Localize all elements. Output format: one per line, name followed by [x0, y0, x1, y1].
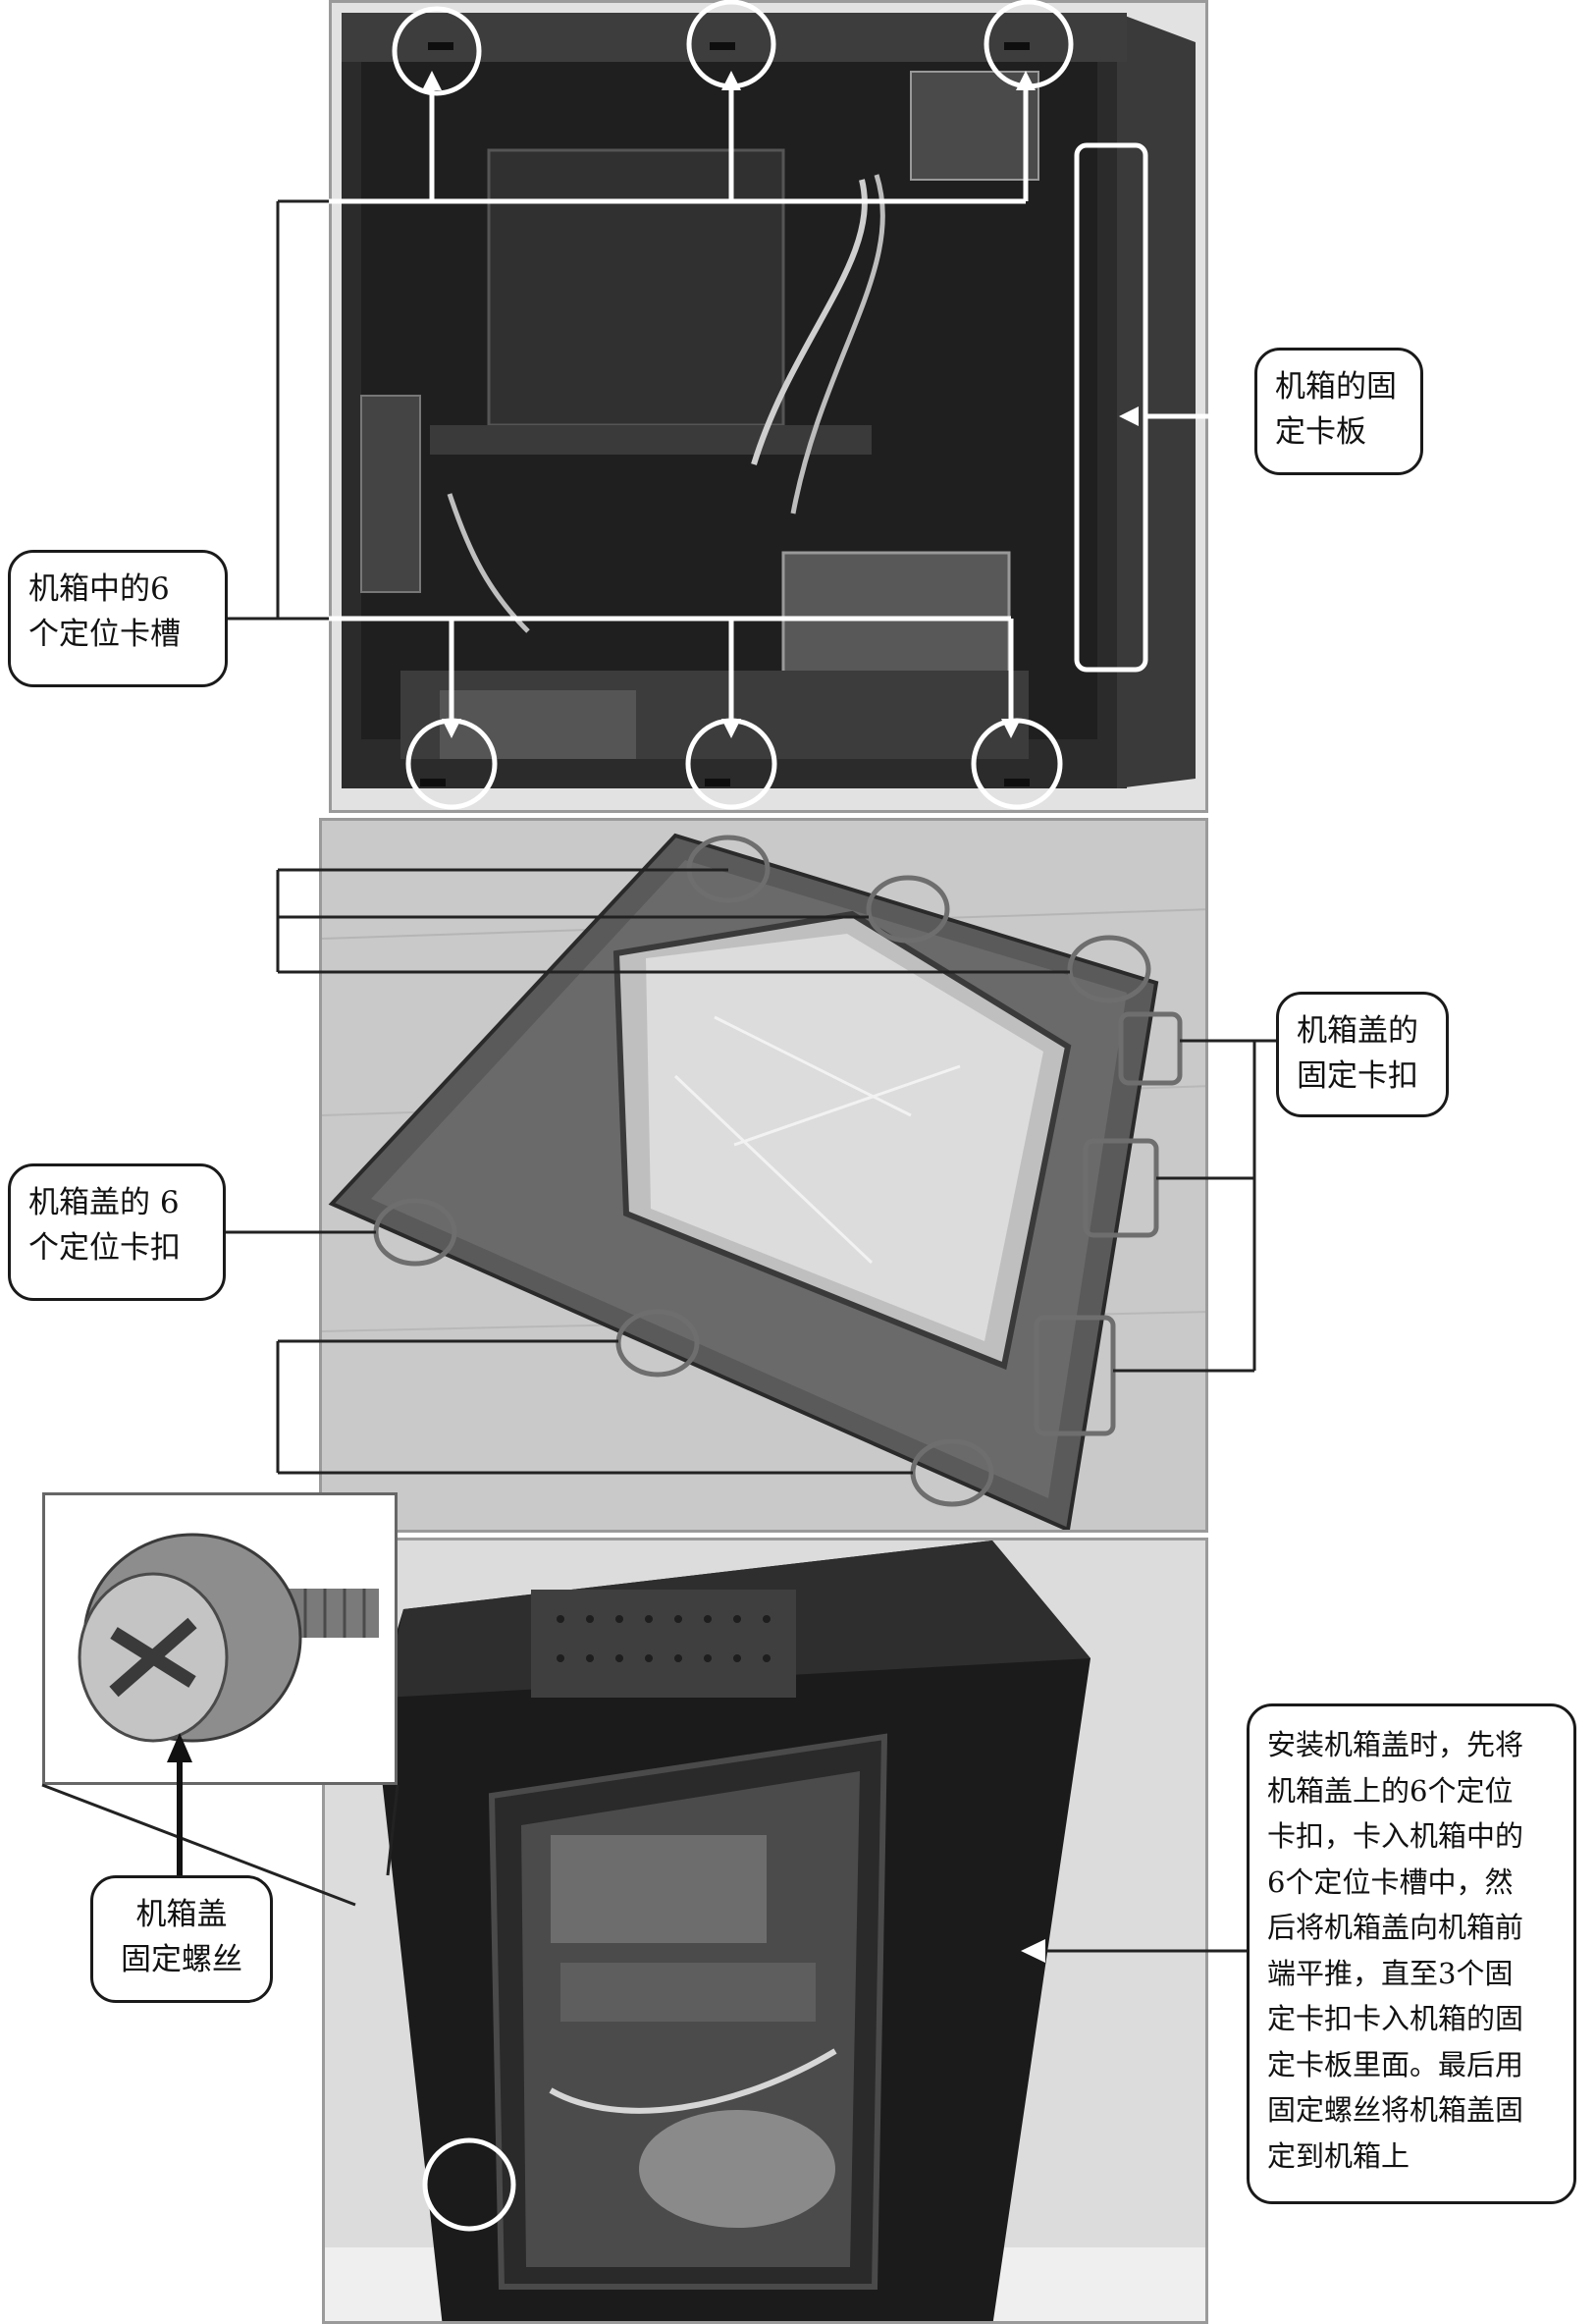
callout-cover-clips: 机箱盖的 固定卡扣 — [1276, 992, 1449, 1117]
side-cover-illustration — [322, 821, 1205, 1530]
screw-marker — [422, 2137, 516, 2232]
tab-marker — [1067, 935, 1151, 1003]
callout-text-line: 机箱中的6 — [28, 571, 170, 607]
assembled-case-illustration — [325, 1540, 1205, 2321]
case-interior-photo — [329, 0, 1208, 813]
plate-marker — [1074, 142, 1148, 673]
callout-text-line: 个定位卡槽 — [28, 617, 181, 652]
callout-installation-steps: 安装机箱盖时，先将 机箱盖上的6个定位 卡扣，卡入机箱中的 6个定位卡槽中，然 … — [1247, 1703, 1576, 2204]
callout-text-line: 定到机箱上 — [1267, 2138, 1410, 2173]
callout-text-line: 固定卡扣 — [1297, 1058, 1418, 1094]
callout-thumb-screw: 机箱盖 固定螺丝 — [90, 1875, 273, 2003]
callout-text-line: 机箱的固 — [1275, 369, 1397, 405]
thumb-screw-image — [45, 1495, 395, 1782]
tab-marker — [615, 1309, 700, 1378]
assembled-case-photo — [322, 1538, 1208, 2324]
callout-text-line: 个定位卡扣 — [28, 1230, 181, 1266]
slot-marker — [392, 6, 482, 96]
callout-case-slots: 机箱中的6 个定位卡槽 — [8, 550, 228, 687]
callout-cover-tabs: 机箱盖的 6 个定位卡扣 — [8, 1163, 226, 1301]
callout-text-line: 后将机箱盖向机箱前 — [1267, 1911, 1524, 1944]
callout-text-line: 6个定位卡槽中，然 — [1267, 1865, 1514, 1899]
callout-text-line: 安装机箱盖时，先将 — [1267, 1728, 1524, 1761]
callout-text-line: 卡扣，卡入机箱中的 — [1267, 1819, 1524, 1853]
case-interior-illustration — [332, 3, 1205, 810]
slot-marker — [984, 0, 1074, 89]
tab-marker — [373, 1198, 457, 1267]
callout-text-line: 机箱盖上的6个定位 — [1267, 1773, 1514, 1808]
screw-inset — [42, 1492, 398, 1785]
clip-marker — [1118, 1011, 1183, 1086]
tab-marker — [866, 875, 950, 944]
clip-marker — [1083, 1138, 1159, 1238]
callout-text-line: 端平推，直至3个固 — [1267, 1956, 1514, 1990]
callout-text-line: 机箱盖的 — [1297, 1013, 1418, 1049]
callout-text-line: 机箱盖 — [135, 1897, 228, 1932]
callout-text-line: 机箱盖的 6 — [28, 1185, 180, 1220]
tab-marker — [910, 1438, 994, 1507]
callout-text-line: 固定螺丝将机箱盖固 — [1267, 2093, 1524, 2127]
side-cover-photo — [319, 818, 1208, 1533]
clip-marker — [1034, 1315, 1116, 1436]
callout-text-line: 定卡板 — [1275, 414, 1366, 450]
callout-fixing-plate: 机箱的固 定卡板 — [1254, 348, 1423, 475]
callout-text-line: 定卡板里面。最后用 — [1267, 2047, 1524, 2081]
callout-text-line: 定卡扣卡入机箱的固 — [1267, 2002, 1524, 2035]
slot-marker — [971, 718, 1063, 810]
callout-text-line: 固定螺丝 — [121, 1942, 242, 1977]
